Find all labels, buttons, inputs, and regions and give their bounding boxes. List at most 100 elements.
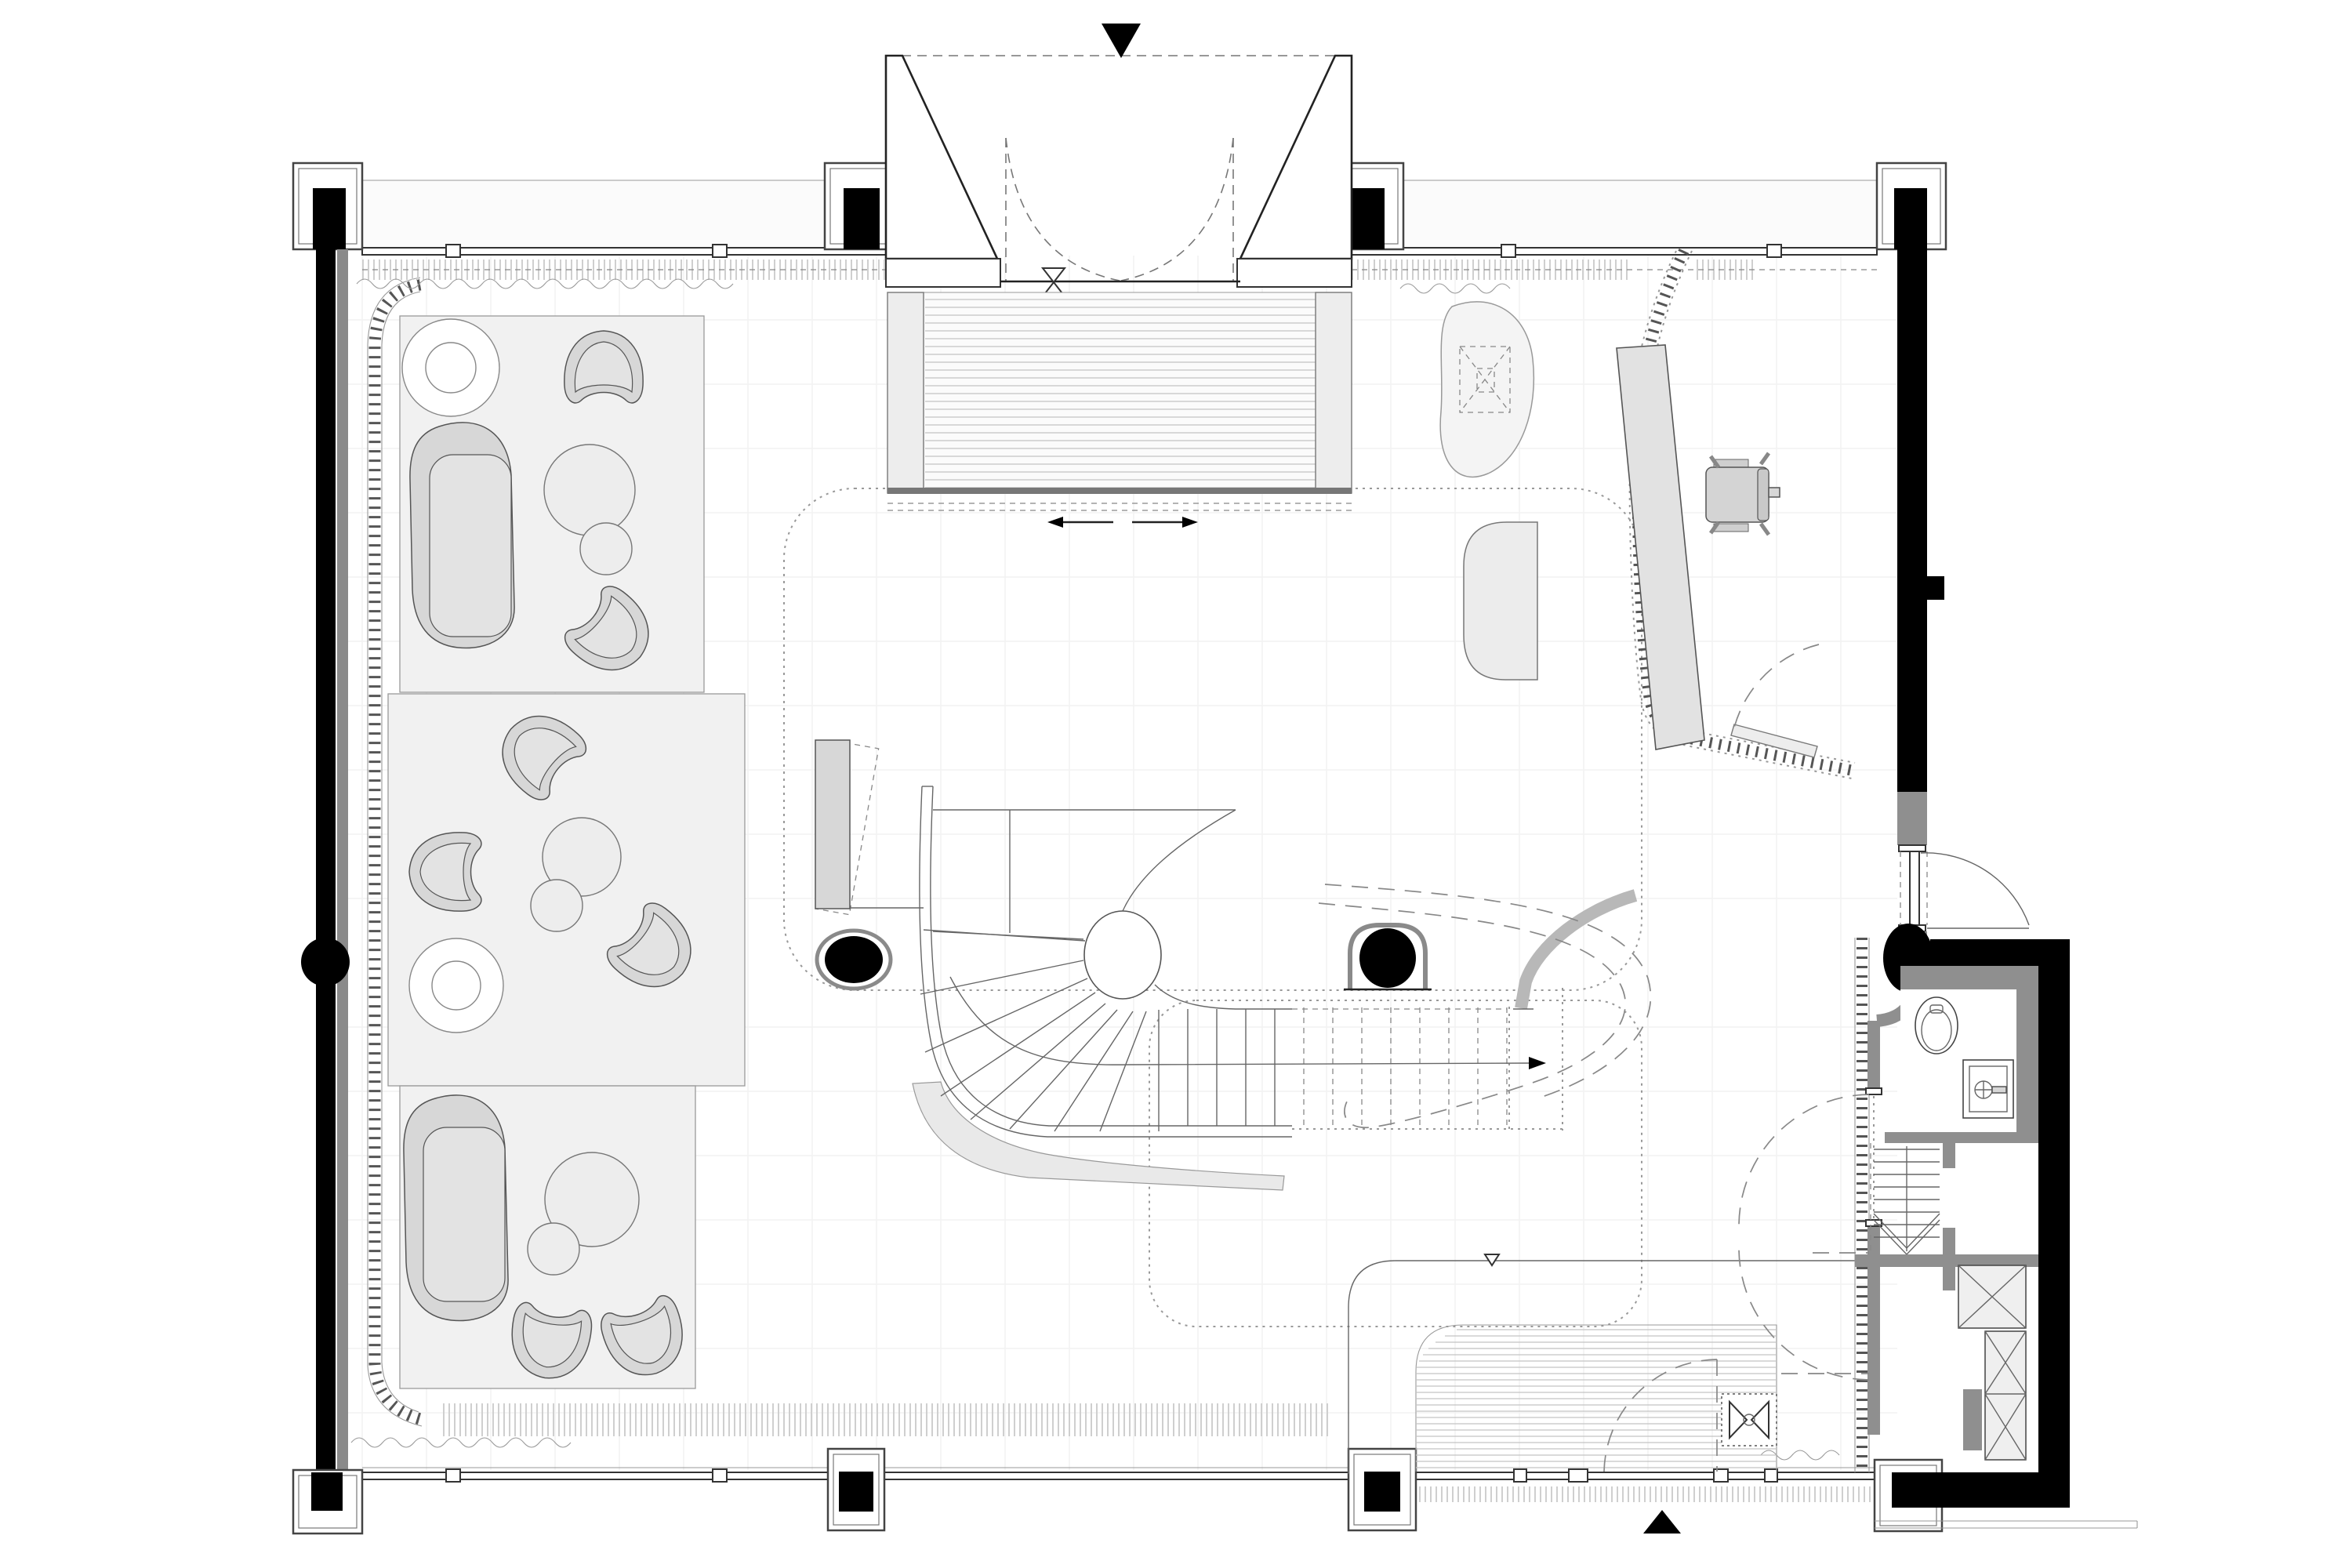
terrace-edge-lines	[1875, 1520, 2138, 1529]
curtain-pass-door-leaf	[1730, 724, 1818, 758]
wall-below-basement-stair	[1855, 1254, 2038, 1267]
vestibule-wedge-left	[884, 54, 1000, 260]
stair-direction-arrowhead	[1529, 1057, 1546, 1069]
mullion-top-4	[1766, 244, 1782, 258]
curtain-track-right-top-edge2	[1628, 250, 1853, 779]
entry-awning-dashed-under	[887, 503, 1352, 511]
mullion-bottom-5	[1713, 1468, 1729, 1483]
ramp-boundary	[1415, 1324, 1777, 1472]
sill-wiggle-bottom-right	[1760, 1450, 1840, 1461]
wall-left-column-dot	[301, 938, 350, 986]
curtain-track-left-edge-outer	[367, 277, 423, 1427]
entry-arrow-north	[1102, 24, 1141, 58]
ramp-stripes	[1416, 1329, 1777, 1468]
closet-door-leaves-dashed	[1781, 1252, 1869, 1374]
skylight-symbol-dashed	[1459, 346, 1511, 413]
stair-straight-treads-dashed	[1303, 1007, 1508, 1127]
floor-hatch-bowtie-pivot	[1743, 1414, 1755, 1426]
parapet-top-left	[292, 180, 887, 250]
wall-left-liner	[337, 249, 348, 1470]
wardrobe-lower	[1984, 1330, 2027, 1461]
entry-awning-edge-left	[887, 292, 924, 494]
column-bottom-mid2	[1364, 1472, 1400, 1512]
wc-gray-right-inner	[2016, 989, 2038, 1138]
column-box-bottom-mid1	[826, 1447, 886, 1532]
column-entrance-left	[844, 188, 880, 249]
column-box-bottom-mid1-inner	[833, 1454, 880, 1526]
round-table-a1	[543, 444, 636, 536]
curtain-track-wc-edges	[1854, 938, 1870, 1472]
stair-outer-rail-outer	[919, 786, 1292, 1138]
wall-right-nib	[1927, 576, 1944, 600]
basement-stair-stub-gap	[1943, 1168, 1955, 1228]
mullion-bottom-3	[1513, 1468, 1527, 1483]
entry-door-swing-right	[1120, 137, 1234, 281]
floor-opening-dashed-1	[1318, 902, 1626, 1128]
ramp-door-swing-dashed	[1603, 1359, 1718, 1472]
armchair-5-seat	[616, 912, 680, 975]
level-marker-nabla	[1483, 1254, 1501, 1267]
wall-right-lower-black	[2038, 939, 2070, 1508]
entry-awning-front-bar	[887, 488, 1352, 494]
round-table-b2	[530, 879, 583, 932]
mullion-bottom-4	[1568, 1468, 1588, 1483]
closet-left-wall	[1867, 1267, 1880, 1435]
wall-right-gray-segment	[1897, 792, 1927, 845]
stair-inner-rail-run	[1154, 984, 1292, 1010]
mullion-top-3	[1501, 244, 1516, 258]
round-table-c2	[527, 1222, 580, 1276]
wc-gray-left-upper	[1867, 1021, 1880, 1094]
wc-gray-bottom	[1885, 1132, 2038, 1143]
sill-wiggle-top-left	[356, 278, 734, 289]
wc-pocket-frame-top	[1865, 1087, 1882, 1095]
mullion-bottom-2	[712, 1468, 728, 1483]
floor-opening-dashed-2	[1324, 884, 1652, 1100]
office-chair-legs	[1708, 452, 1771, 536]
round-table-b1	[542, 817, 622, 897]
screen-panel	[815, 739, 851, 909]
sink-faucet-handle	[1991, 1086, 2007, 1094]
stair-outer-rail-inner	[930, 786, 1292, 1127]
stair-straight-treads-solid	[1187, 1009, 1276, 1126]
mullion-top-2	[712, 244, 728, 258]
wall-right	[1897, 230, 1927, 792]
entry-arrow-south	[1643, 1510, 1681, 1534]
sofa-bottom-seat	[423, 1127, 506, 1302]
office-chair-back	[1757, 468, 1769, 521]
zone-boundary-stair	[1149, 1000, 1642, 1327]
column-dot-right	[1359, 928, 1416, 988]
stair-base-platform	[912, 1081, 1285, 1191]
vestibule-wedge-right	[1238, 54, 1353, 260]
column-entrance-right	[1350, 188, 1385, 249]
entry-pivot-symbol-top	[1040, 267, 1067, 284]
corridor-partition-line	[1348, 1260, 1855, 1474]
wc-gray-top	[1900, 966, 2038, 989]
basement-stair-break-1	[1873, 1213, 1940, 1250]
entry-awning	[887, 292, 1352, 494]
side-door-guides-dashed	[1900, 851, 1928, 925]
round-table-c1	[544, 1152, 640, 1247]
mullion-top-1	[445, 244, 461, 258]
side-door-frame-top	[1898, 844, 1926, 852]
wall-left	[316, 230, 336, 1470]
stair-winder-treads	[920, 929, 1160, 1132]
column-dot-left	[825, 936, 883, 983]
glazing-bottom	[361, 1472, 1878, 1480]
reception-side-table	[1463, 521, 1538, 681]
office-chair-armrest-bottom	[1713, 523, 1749, 532]
curtain-track-left-edge-inner	[381, 291, 421, 1413]
vestibule-wall-right	[1236, 258, 1352, 288]
stair-walkline	[949, 976, 1530, 1065]
glazing-top-left	[361, 247, 887, 256]
stair-newel-oval	[1083, 910, 1162, 1000]
stair-upper-balustrade	[1515, 889, 1638, 1010]
round-table-a2	[579, 522, 633, 575]
column-bottom-left	[311, 1472, 343, 1511]
stair-inner-scurve	[1122, 809, 1236, 912]
armchair-4-seat	[419, 842, 472, 902]
armchair-2-seat	[574, 595, 637, 659]
glazing-top-right	[1351, 247, 1878, 256]
mullion-bottom-1	[445, 1468, 461, 1483]
